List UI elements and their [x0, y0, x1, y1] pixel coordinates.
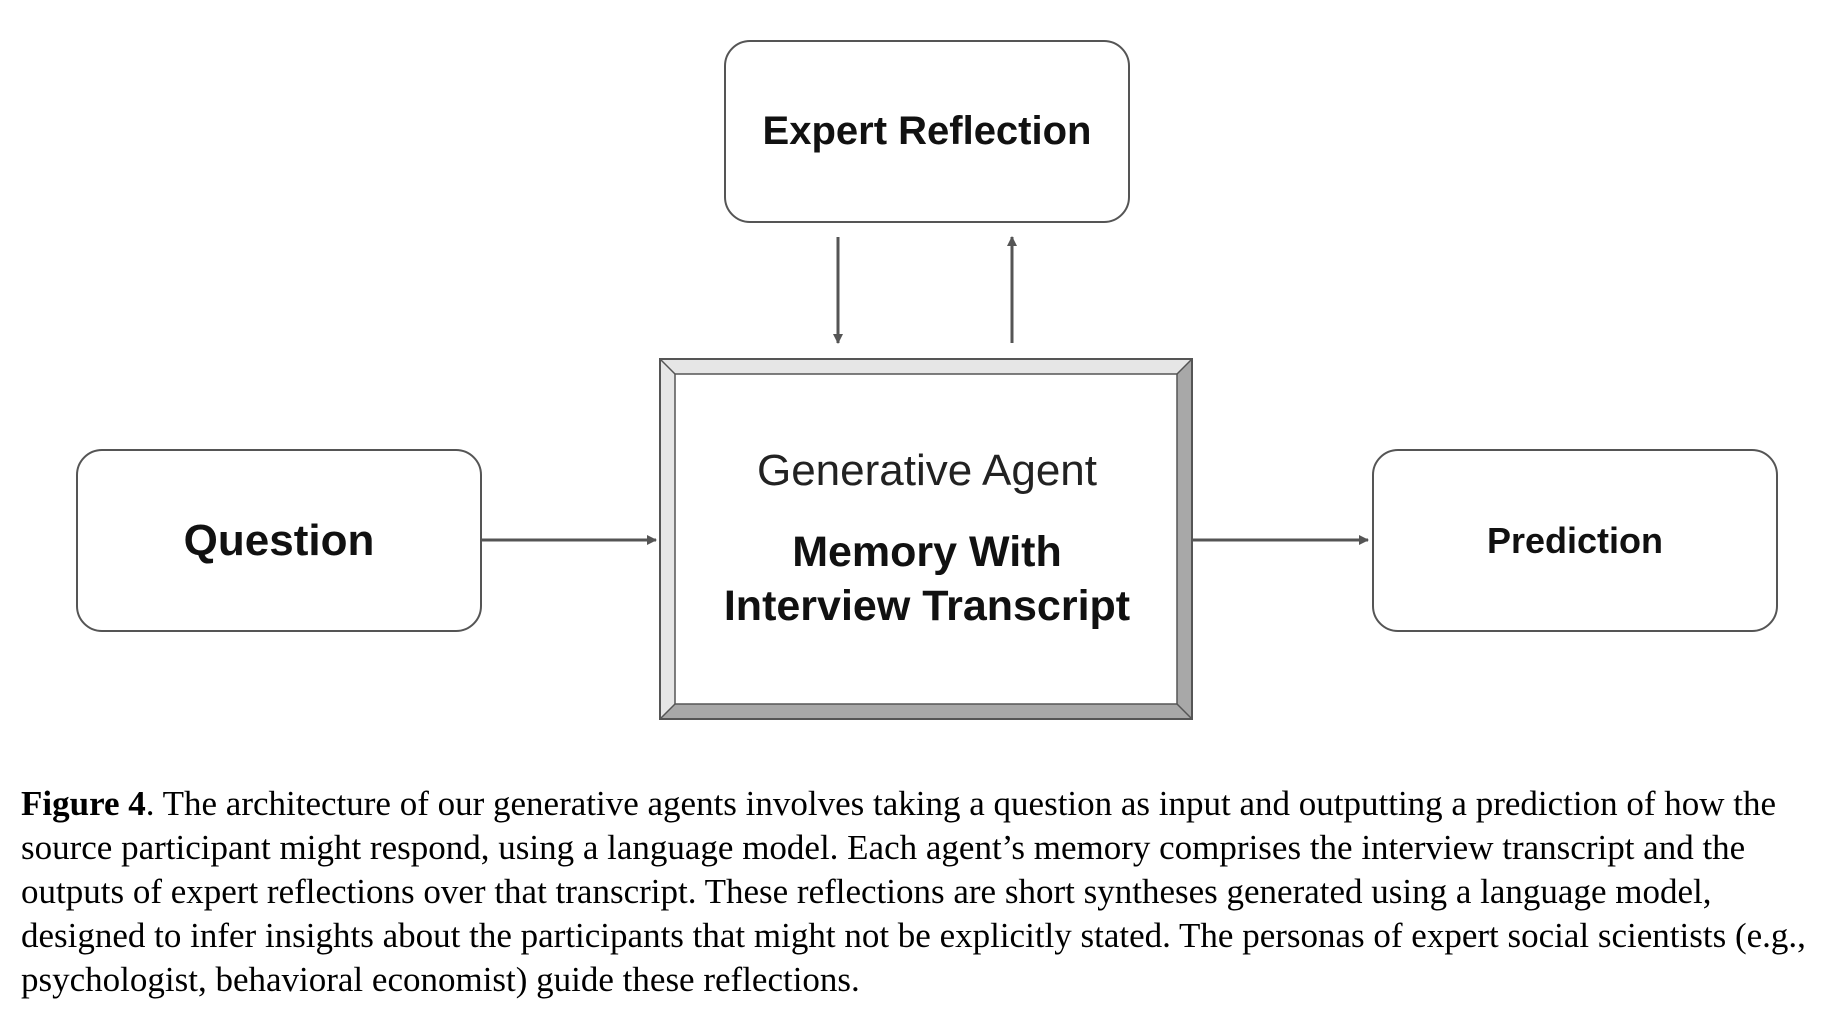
generative-agent-content: Generative Agent Memory With Interview T… — [676, 370, 1178, 710]
prediction-box: Prediction — [1372, 449, 1778, 632]
generative-agent-title: Generative Agent — [756, 446, 1097, 496]
question-box: Question — [76, 449, 482, 632]
agent-inner-frame — [674, 373, 1178, 705]
caption-label: Figure 4 — [21, 784, 146, 823]
figure-caption: Figure 4. The architecture of our genera… — [21, 782, 1831, 1002]
agent-bevel-left — [661, 360, 675, 718]
prediction-label: Prediction — [1486, 519, 1664, 561]
agent-bevel-edge-tl — [660, 359, 676, 375]
question-label: Question — [183, 515, 375, 565]
agent-bevel-right — [1177, 360, 1191, 718]
memory-label-line-1: Memory With — [792, 528, 1062, 577]
architecture-diagram: Expert Reflection Question Prediction Ge… — [76, 40, 1778, 720]
caption-text: . The architecture of our generative age… — [21, 784, 1806, 999]
expert-reflection-label: Expert Reflection — [762, 109, 1092, 153]
agent-bevel-edge-tr — [1176, 359, 1192, 375]
agent-bevel-edge-bl — [660, 703, 676, 719]
diagram-canvas — [482, 236, 1369, 720]
agent-bevel-edge-br — [1176, 703, 1192, 719]
agent-bevel-bottom — [661, 704, 1191, 718]
expert-reflection-box: Expert Reflection — [724, 40, 1130, 223]
memory-label-line-2: Interview Transcript — [723, 582, 1131, 630]
generative-agent-box — [659, 358, 1193, 720]
agent-bevel-top — [661, 360, 1191, 374]
memory-label: Memory With Interview Transcript — [724, 526, 1130, 634]
